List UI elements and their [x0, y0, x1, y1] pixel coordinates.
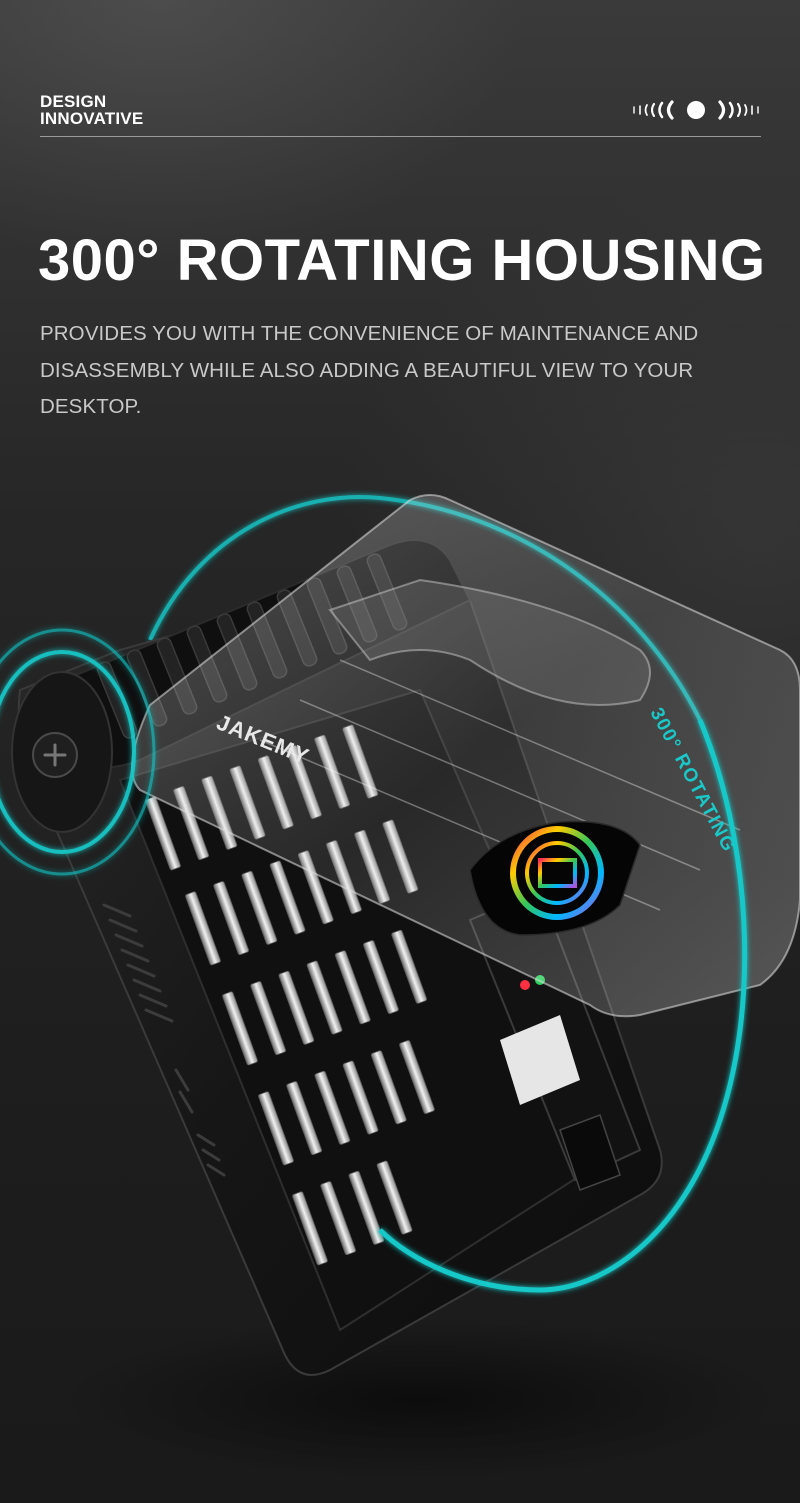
- rotation-ring-front: [378, 719, 748, 1293]
- hinge-cyan-rings: [0, 628, 156, 876]
- brand-badge: [469, 820, 641, 936]
- page-title: 300° ROTATING HOUSING: [38, 228, 766, 293]
- transparent-lid: [131, 494, 800, 1018]
- sound-wave-logo-icon: [633, 100, 759, 120]
- product-illustration: JAKEMY 300° ROTATING: [0, 494, 800, 1480]
- brand-tagline: DESIGN INNOVATIVE: [40, 93, 143, 127]
- hinge-end-cap: [11, 671, 113, 833]
- brand-tagline-line-1: DESIGN: [40, 92, 107, 111]
- feature-description: PROVIDES YOU WITH THE CONVENIENCE OF MAI…: [40, 322, 699, 418]
- header-divider: [40, 136, 761, 137]
- brand-tagline-line-2: INNOVATIVE: [40, 109, 144, 128]
- floor-shadow: [60, 1320, 780, 1480]
